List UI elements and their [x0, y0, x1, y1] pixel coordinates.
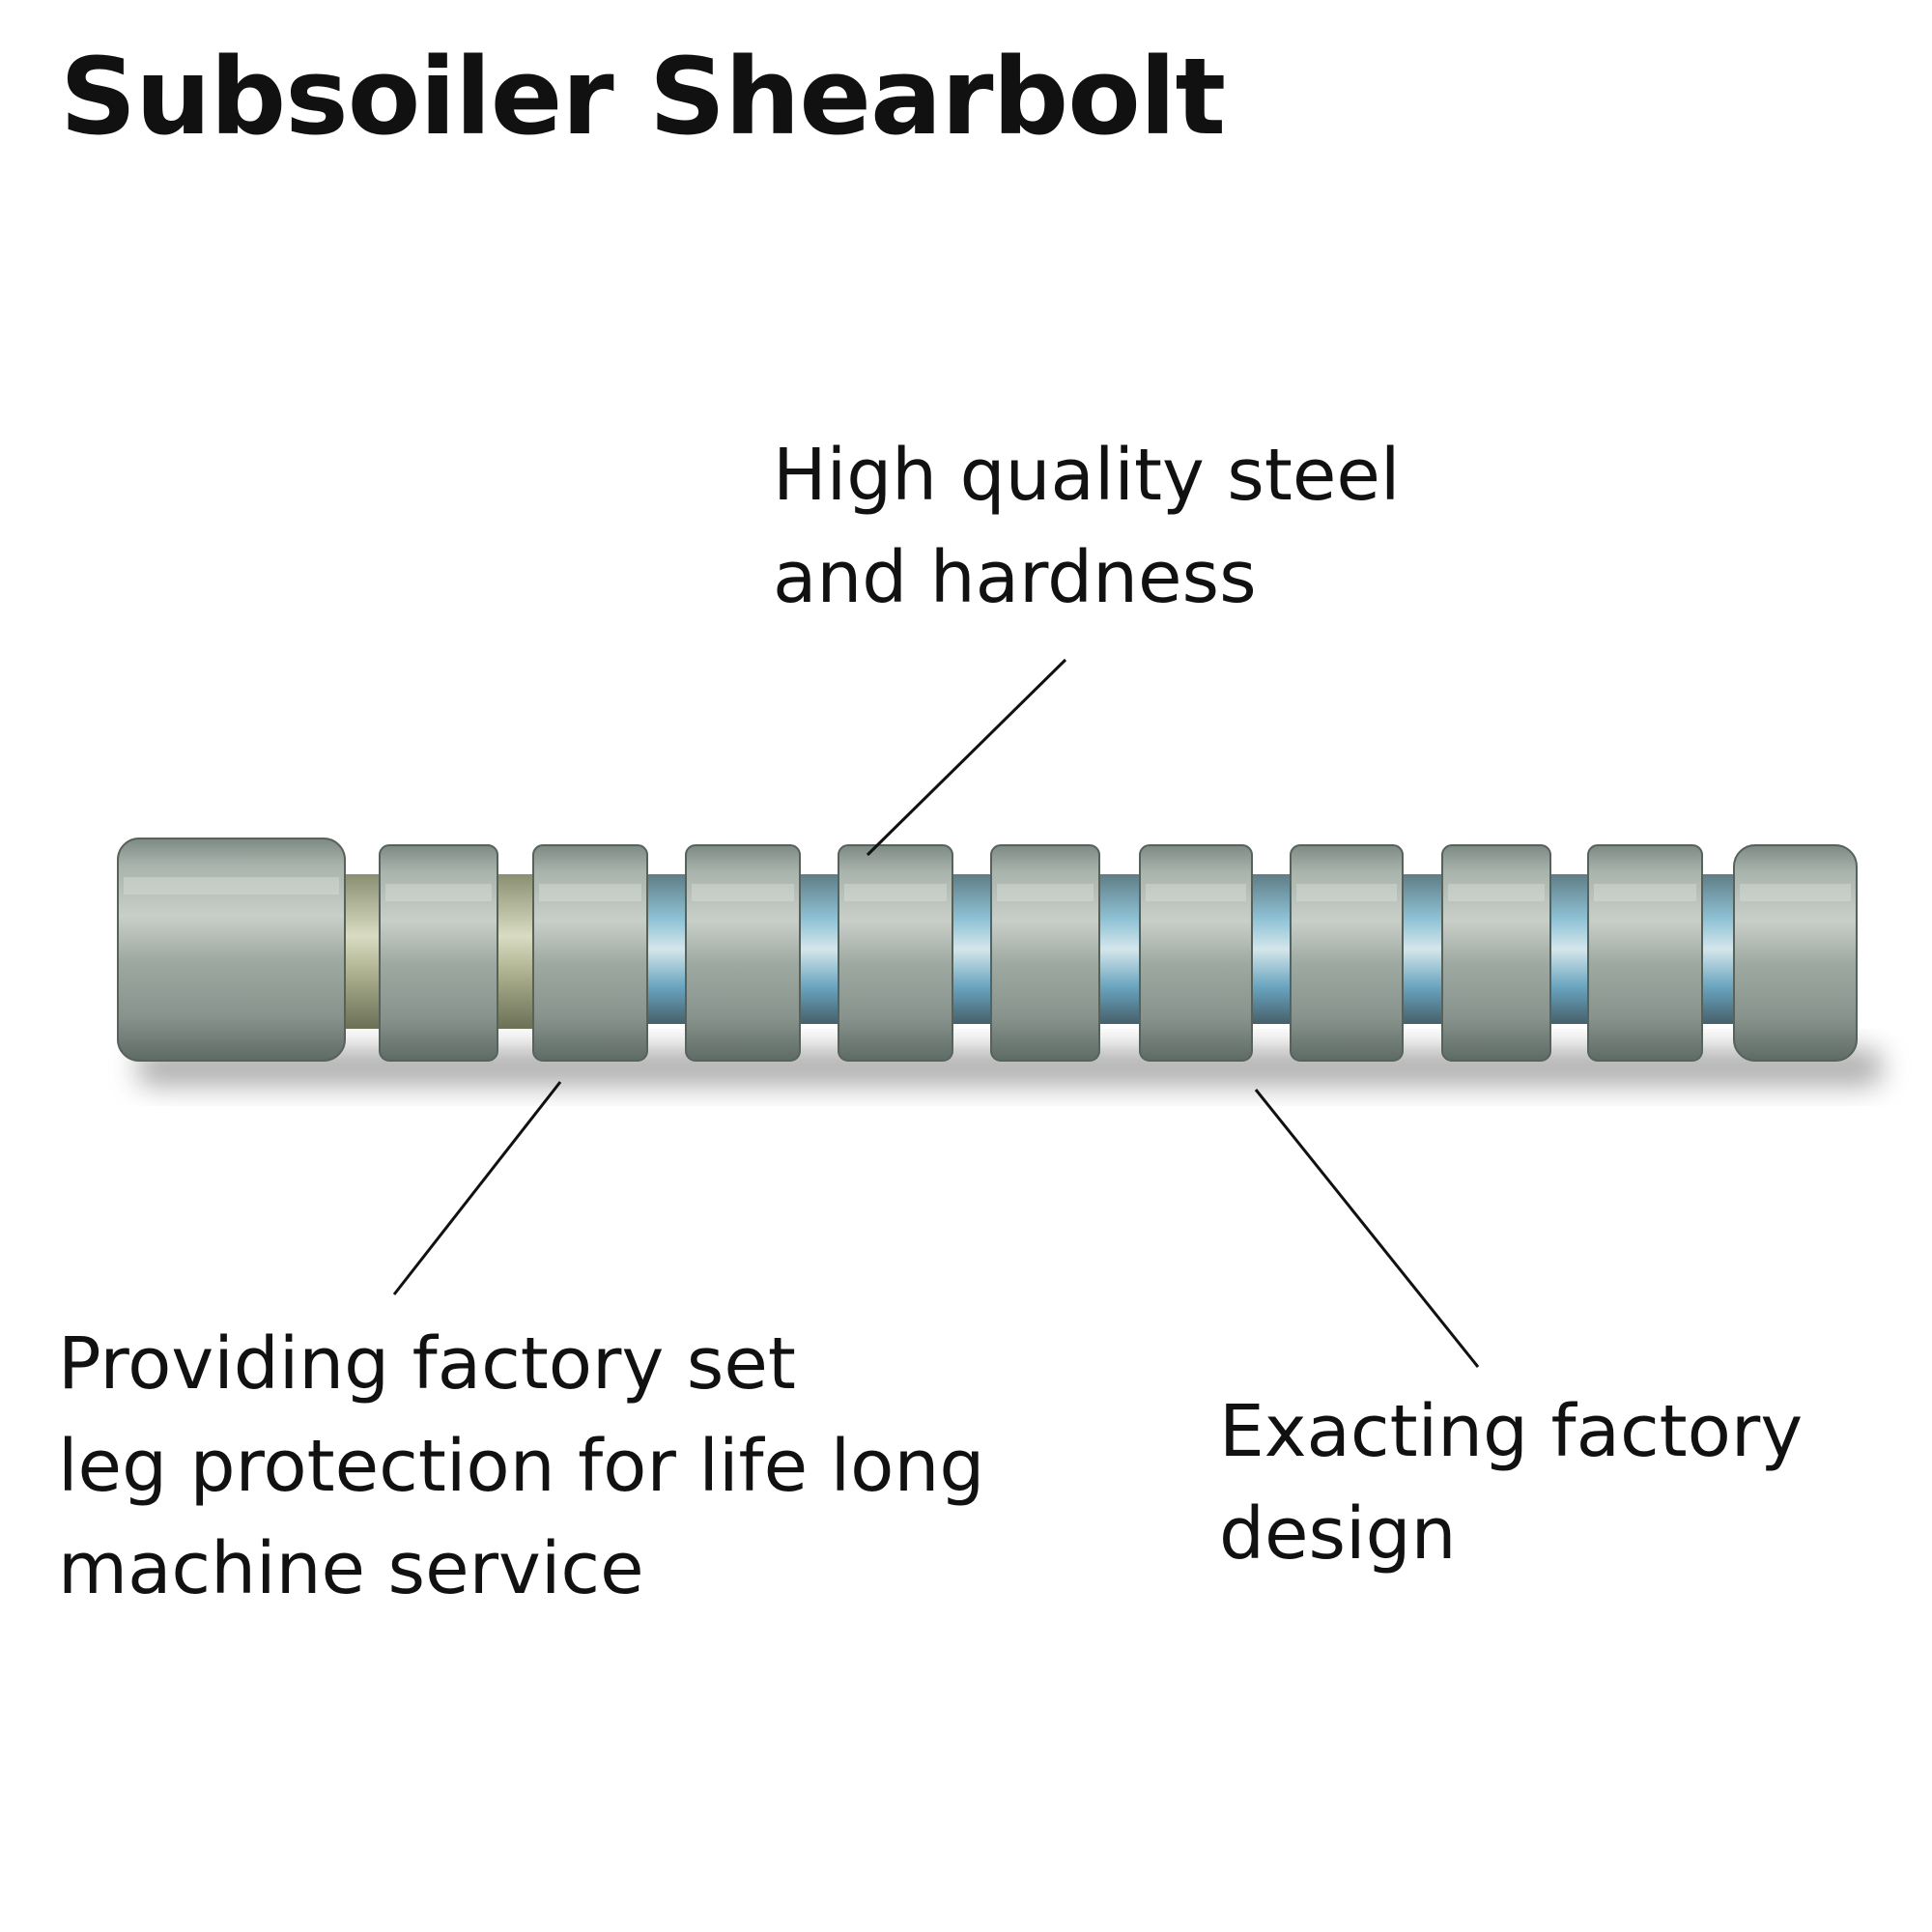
shearbolt-segment [1290, 844, 1404, 1062]
shearbolt-segment [532, 844, 648, 1062]
shearbolt-segment [1587, 844, 1703, 1062]
leader-line-protection [392, 1081, 562, 1295]
segment-highlight [124, 877, 339, 895]
segment-highlight [385, 884, 492, 901]
segment-highlight [1448, 884, 1545, 901]
callout-text-line: machine service [58, 1526, 644, 1610]
shearbolt-segment [1733, 844, 1858, 1062]
shearbolt-segment [379, 844, 498, 1062]
segment-highlight [997, 884, 1094, 901]
shearbolt-segment [838, 844, 953, 1062]
shearbolt-segment [685, 844, 801, 1062]
callout-text-line: High quality steel [773, 434, 1401, 517]
segment-highlight [1740, 884, 1851, 901]
segment-highlight [1594, 884, 1696, 901]
shearbolt-segment [1139, 844, 1253, 1062]
callout-factory-design: Exacting factory design [1219, 1381, 1803, 1586]
segment-highlight [539, 884, 641, 901]
callout-text-line: and hardness [773, 535, 1257, 619]
segment-highlight [1146, 884, 1246, 901]
callout-text-line: Providing factory set [58, 1322, 796, 1406]
callout-text-line: design [1219, 1492, 1457, 1576]
shearbolt-segment [990, 844, 1100, 1062]
leader-line-design [1254, 1089, 1480, 1368]
callout-leg-protection: Providing factory set leg protection for… [58, 1314, 984, 1620]
shearbolt-segments [117, 838, 1858, 1062]
page-title: Subsoiler Shearbolt [60, 35, 1226, 158]
callout-steel-quality: High quality steel and hardness [773, 425, 1400, 630]
segment-highlight [1296, 884, 1397, 901]
segment-highlight [844, 884, 947, 901]
shearbolt-segment [117, 838, 346, 1062]
shearbolt-segment [1441, 844, 1551, 1062]
segment-highlight [692, 884, 794, 901]
callout-text-line: leg protection for life long [58, 1424, 985, 1508]
leader-line-steel [866, 658, 1067, 857]
callout-text-line: Exacting factory [1219, 1390, 1804, 1473]
